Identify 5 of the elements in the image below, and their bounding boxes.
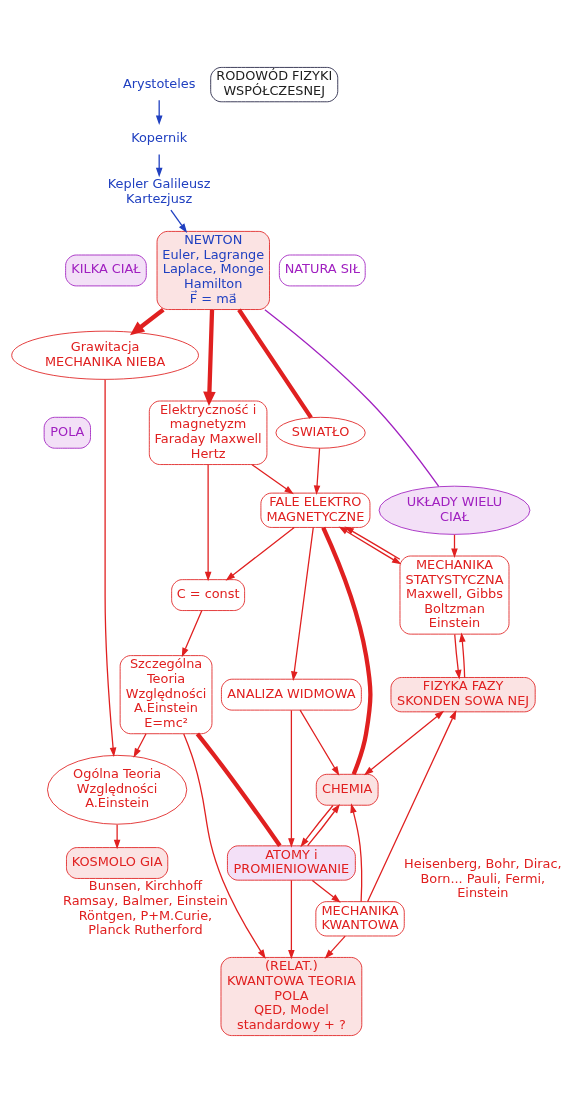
node-text: Arystoteles (122, 75, 196, 91)
node-label: Heisenberg, Bohr, Dirac, Born... Pauli, Fermi, Einstein (404, 855, 562, 900)
node-text: Kepler Galileusz Kartezjusz (107, 175, 211, 206)
node-label: Bunsen, Kirchhoff Ramsay, Balmer, Einstein Röntgen, P+M.Curie, Planck Rutherford (63, 877, 228, 937)
node-text: Kopernik (131, 129, 188, 145)
